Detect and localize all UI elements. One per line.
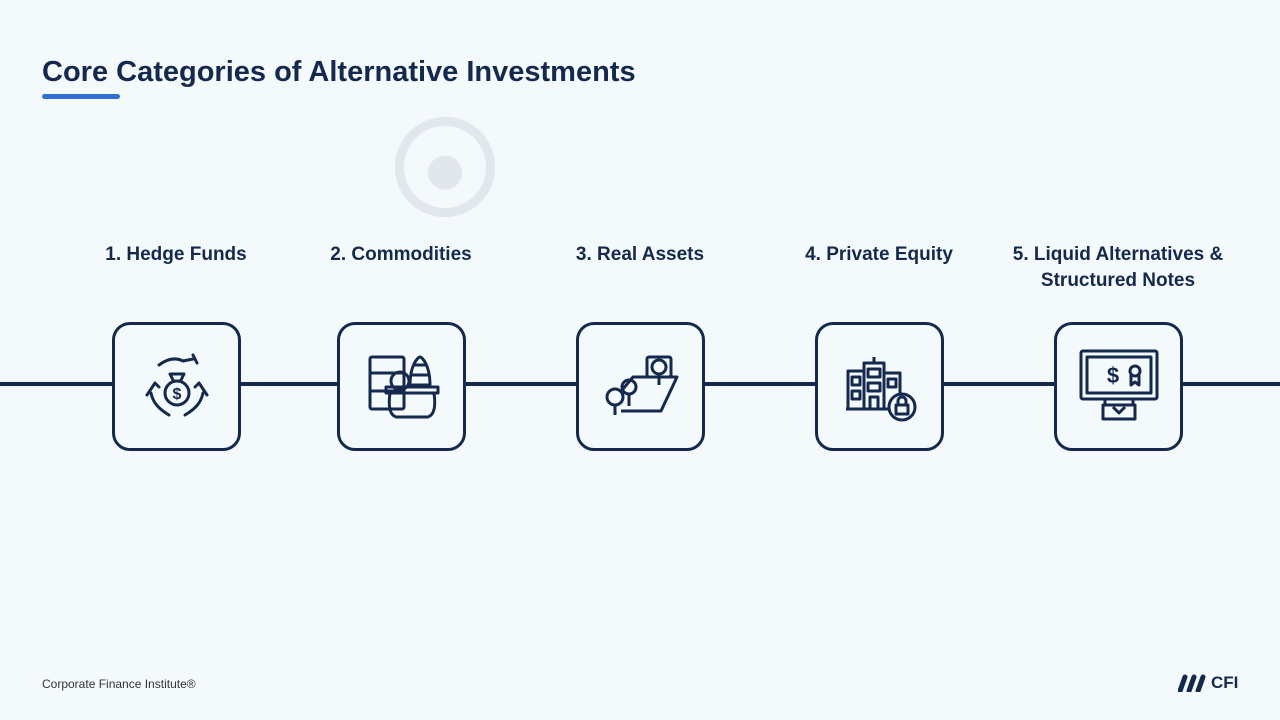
barrel-grain-icon [368, 355, 439, 418]
page-title: Core Categories of Alternative Investmen… [42, 56, 636, 88]
cfi-logo-mark-icon [1178, 674, 1206, 692]
logo-text: CFI [1211, 673, 1239, 692]
category-icon-box [576, 322, 705, 451]
building-lock-icon [845, 356, 916, 421]
certificate-money-icon: $ [1079, 349, 1158, 420]
footer-text: Corporate Finance Institute® [42, 677, 196, 691]
svg-text:$: $ [1106, 363, 1118, 388]
category-icon-box: $ [1054, 322, 1183, 451]
land-trees-icon [605, 355, 678, 415]
category-label: 5. Liquid Alternatives & Structured Note… [1012, 244, 1224, 291]
hands-money-bag-icon: $ [145, 353, 208, 416]
category-label: 1. Hedge Funds [105, 244, 247, 265]
category-icon-box: $ [112, 322, 241, 451]
category-label: 3. Real Assets [575, 244, 705, 265]
title-underline [42, 94, 120, 99]
category-icon-box [815, 322, 944, 451]
cfi-logo: CFI [1178, 673, 1238, 693]
svg-text:$: $ [172, 386, 181, 403]
watermark-money-cycle-icon [394, 116, 496, 218]
category-label: 4. Private Equity [805, 244, 953, 265]
category-label: 2. Commodities [330, 244, 472, 265]
category-icon-box [337, 322, 466, 451]
